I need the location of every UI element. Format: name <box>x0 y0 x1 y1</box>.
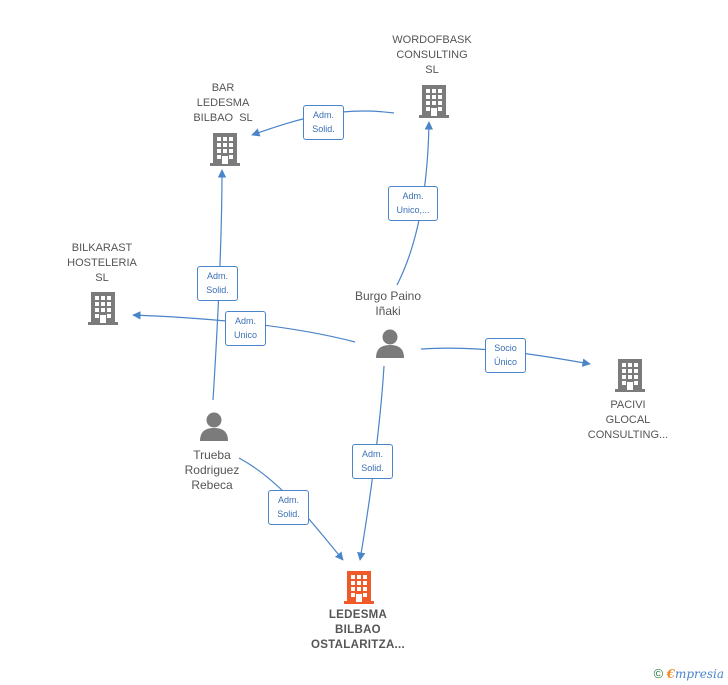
label-line: BILBAO SL <box>193 112 253 124</box>
edge-label-line: Adm. <box>206 271 228 281</box>
node-label-wordofbask[interactable]: WORDOFBASK CONSULTING SL <box>372 33 492 78</box>
edge-label-burgo-to-ledesma[interactable]: Adm. Solid. <box>352 444 393 479</box>
label-line: Rebeca <box>191 478 233 492</box>
label-line: LEDESMA <box>328 609 388 621</box>
edge-label-line: Socio <box>494 343 517 353</box>
edge-label-line: Unico,... <box>396 205 430 215</box>
label-line: WORDOFBASK <box>392 34 472 46</box>
building-icon[interactable] <box>614 358 646 392</box>
edge-label-burgo-to-pacivi[interactable]: Socio Único <box>485 338 526 373</box>
edge-label-line: Solid. <box>312 124 335 134</box>
node-label-bar-ledesma[interactable]: BAR LEDESMA BILBAO SL <box>163 81 283 126</box>
person-icon[interactable] <box>198 411 230 441</box>
building-icon[interactable] <box>209 132 241 166</box>
label-line: CONSULTING... <box>587 429 669 441</box>
label-line: PACIVI <box>610 399 646 411</box>
building-icon[interactable] <box>418 84 450 118</box>
brand-logo-e: € <box>666 667 675 681</box>
node-label-pacivi[interactable]: PACIVI GLOCAL CONSULTING... <box>568 398 688 443</box>
building-icon-highlighted[interactable] <box>343 570 375 604</box>
node-label-bilkarast[interactable]: BILKARAST HOSTELERIA SL <box>42 241 162 286</box>
edge-label-line: Adm. <box>361 449 383 459</box>
edge-label-wordofbask-to-bar[interactable]: Adm. Solid. <box>303 105 344 140</box>
edge-label-trueba-to-bar[interactable]: Adm. Solid. <box>197 266 238 301</box>
label-line: Iñaki <box>375 304 401 318</box>
label-line: HOSTELERIA <box>67 257 137 269</box>
edge-label-burgo-to-bilkarast[interactable]: Adm. Unico <box>225 311 266 346</box>
edge-label-trueba-to-ledesma[interactable]: Adm. Solid. <box>268 490 309 525</box>
edge-label-line: Solid. <box>277 509 300 519</box>
edge-label-line: Adm. <box>234 316 256 326</box>
person-icon[interactable] <box>374 328 406 358</box>
edge-label-line: Solid. <box>206 285 229 295</box>
edge-label-line: Adm. <box>277 495 299 505</box>
label-line: BILBAO <box>335 624 381 636</box>
edge-label-line: Solid. <box>361 463 384 473</box>
node-label-burgo[interactable]: Burgo Paino Iñaki <box>328 289 448 319</box>
edge-label-line: Adm. <box>402 191 424 201</box>
label-line: GLOCAL <box>605 414 651 426</box>
label-line: SL <box>95 272 109 284</box>
edge-label-line: Adm. <box>312 110 334 120</box>
copyright-symbol: © <box>653 666 664 681</box>
label-line: Rodriguez <box>184 463 240 477</box>
label-line: Burgo Paino <box>354 289 422 303</box>
edge-label-burgo-to-wordofbask[interactable]: Adm. Unico,... <box>388 186 438 221</box>
node-label-ledesma-main[interactable]: LEDESMA BILBAO OSTALARITZA... <box>298 608 418 653</box>
edge-label-line: Unico <box>233 330 257 340</box>
building-icon[interactable] <box>87 291 119 325</box>
label-line: BAR <box>211 82 235 94</box>
label-line: SL <box>425 64 439 76</box>
edge-label-line: Único <box>493 357 517 367</box>
label-line: LEDESMA <box>196 97 250 109</box>
label-line: CONSULTING <box>396 49 468 61</box>
label-line: BILKARAST <box>71 242 133 254</box>
brand-logo-text: mpresia <box>674 667 724 681</box>
label-line: Trueba <box>193 448 231 462</box>
copyright-brand: © €mpresia <box>654 666 724 681</box>
label-line: OSTALARITZA... <box>310 639 406 651</box>
node-label-trueba[interactable]: Trueba Rodriguez Rebeca <box>152 448 272 493</box>
brand-logo: €mpresia <box>667 667 724 681</box>
